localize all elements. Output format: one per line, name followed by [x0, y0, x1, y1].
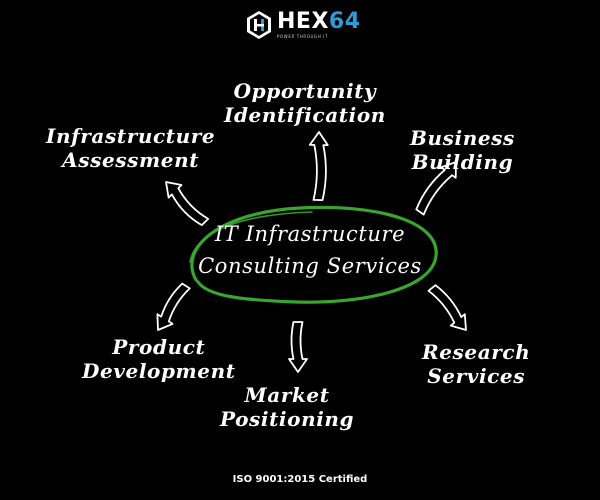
node-business-line2: Building: [411, 150, 514, 174]
certification-footer: ISO 9001:2015 Certified: [232, 474, 368, 485]
center-label-line2: Consulting Services: [198, 254, 422, 278]
node-research-services: Research Services: [422, 340, 530, 388]
node-infrastructure-line2: Assessment: [62, 148, 200, 172]
arrow-to-market: [288, 321, 308, 373]
logo-name-suffix: 64: [328, 9, 361, 34]
node-opportunity-identification: Opportunity Identification: [224, 79, 386, 127]
center-ring: [189, 205, 438, 304]
center-label-line1: IT Infrastructure: [214, 222, 406, 246]
node-infrastructure-line1: Infrastructure: [46, 124, 216, 148]
node-product-development: Product Development: [82, 335, 236, 383]
node-opportunity-line2: Identification: [224, 103, 386, 127]
arrow-to-infrastructure: [165, 181, 210, 226]
node-market-positioning: Market Positioning: [220, 383, 354, 431]
node-opportunity-line1: Opportunity: [233, 79, 377, 103]
brand-logo[interactable]: HEX64 POWER THROUGH IT: [246, 8, 361, 42]
node-market-line2: Positioning: [220, 407, 355, 431]
logo-wordmark: HEX64 POWER THROUGH IT: [277, 11, 361, 40]
node-product-line1: Product: [112, 335, 206, 359]
logo-name-prefix: HEX: [277, 9, 329, 34]
node-product-line2: Development: [82, 359, 236, 383]
arrow-to-opportunity: [308, 131, 329, 201]
logo-tagline: POWER THROUGH IT: [277, 34, 329, 39]
hexagon-h-logo-icon: [247, 11, 271, 39]
arrow-to-research: [427, 284, 467, 331]
node-market-line1: Market: [244, 383, 330, 407]
node-infrastructure-assessment: Infrastructure Assessment: [46, 124, 215, 172]
logo-name: HEX64: [277, 11, 361, 33]
node-business-line1: Business: [410, 126, 515, 150]
arrow-to-business: [415, 161, 457, 216]
center-label: IT Infrastructure Consulting Services: [185, 218, 435, 282]
node-research-line2: Services: [427, 364, 526, 388]
node-research-line1: Research: [422, 340, 531, 364]
node-business-building: Business Building: [410, 126, 515, 174]
arrow-to-product: [156, 282, 191, 331]
